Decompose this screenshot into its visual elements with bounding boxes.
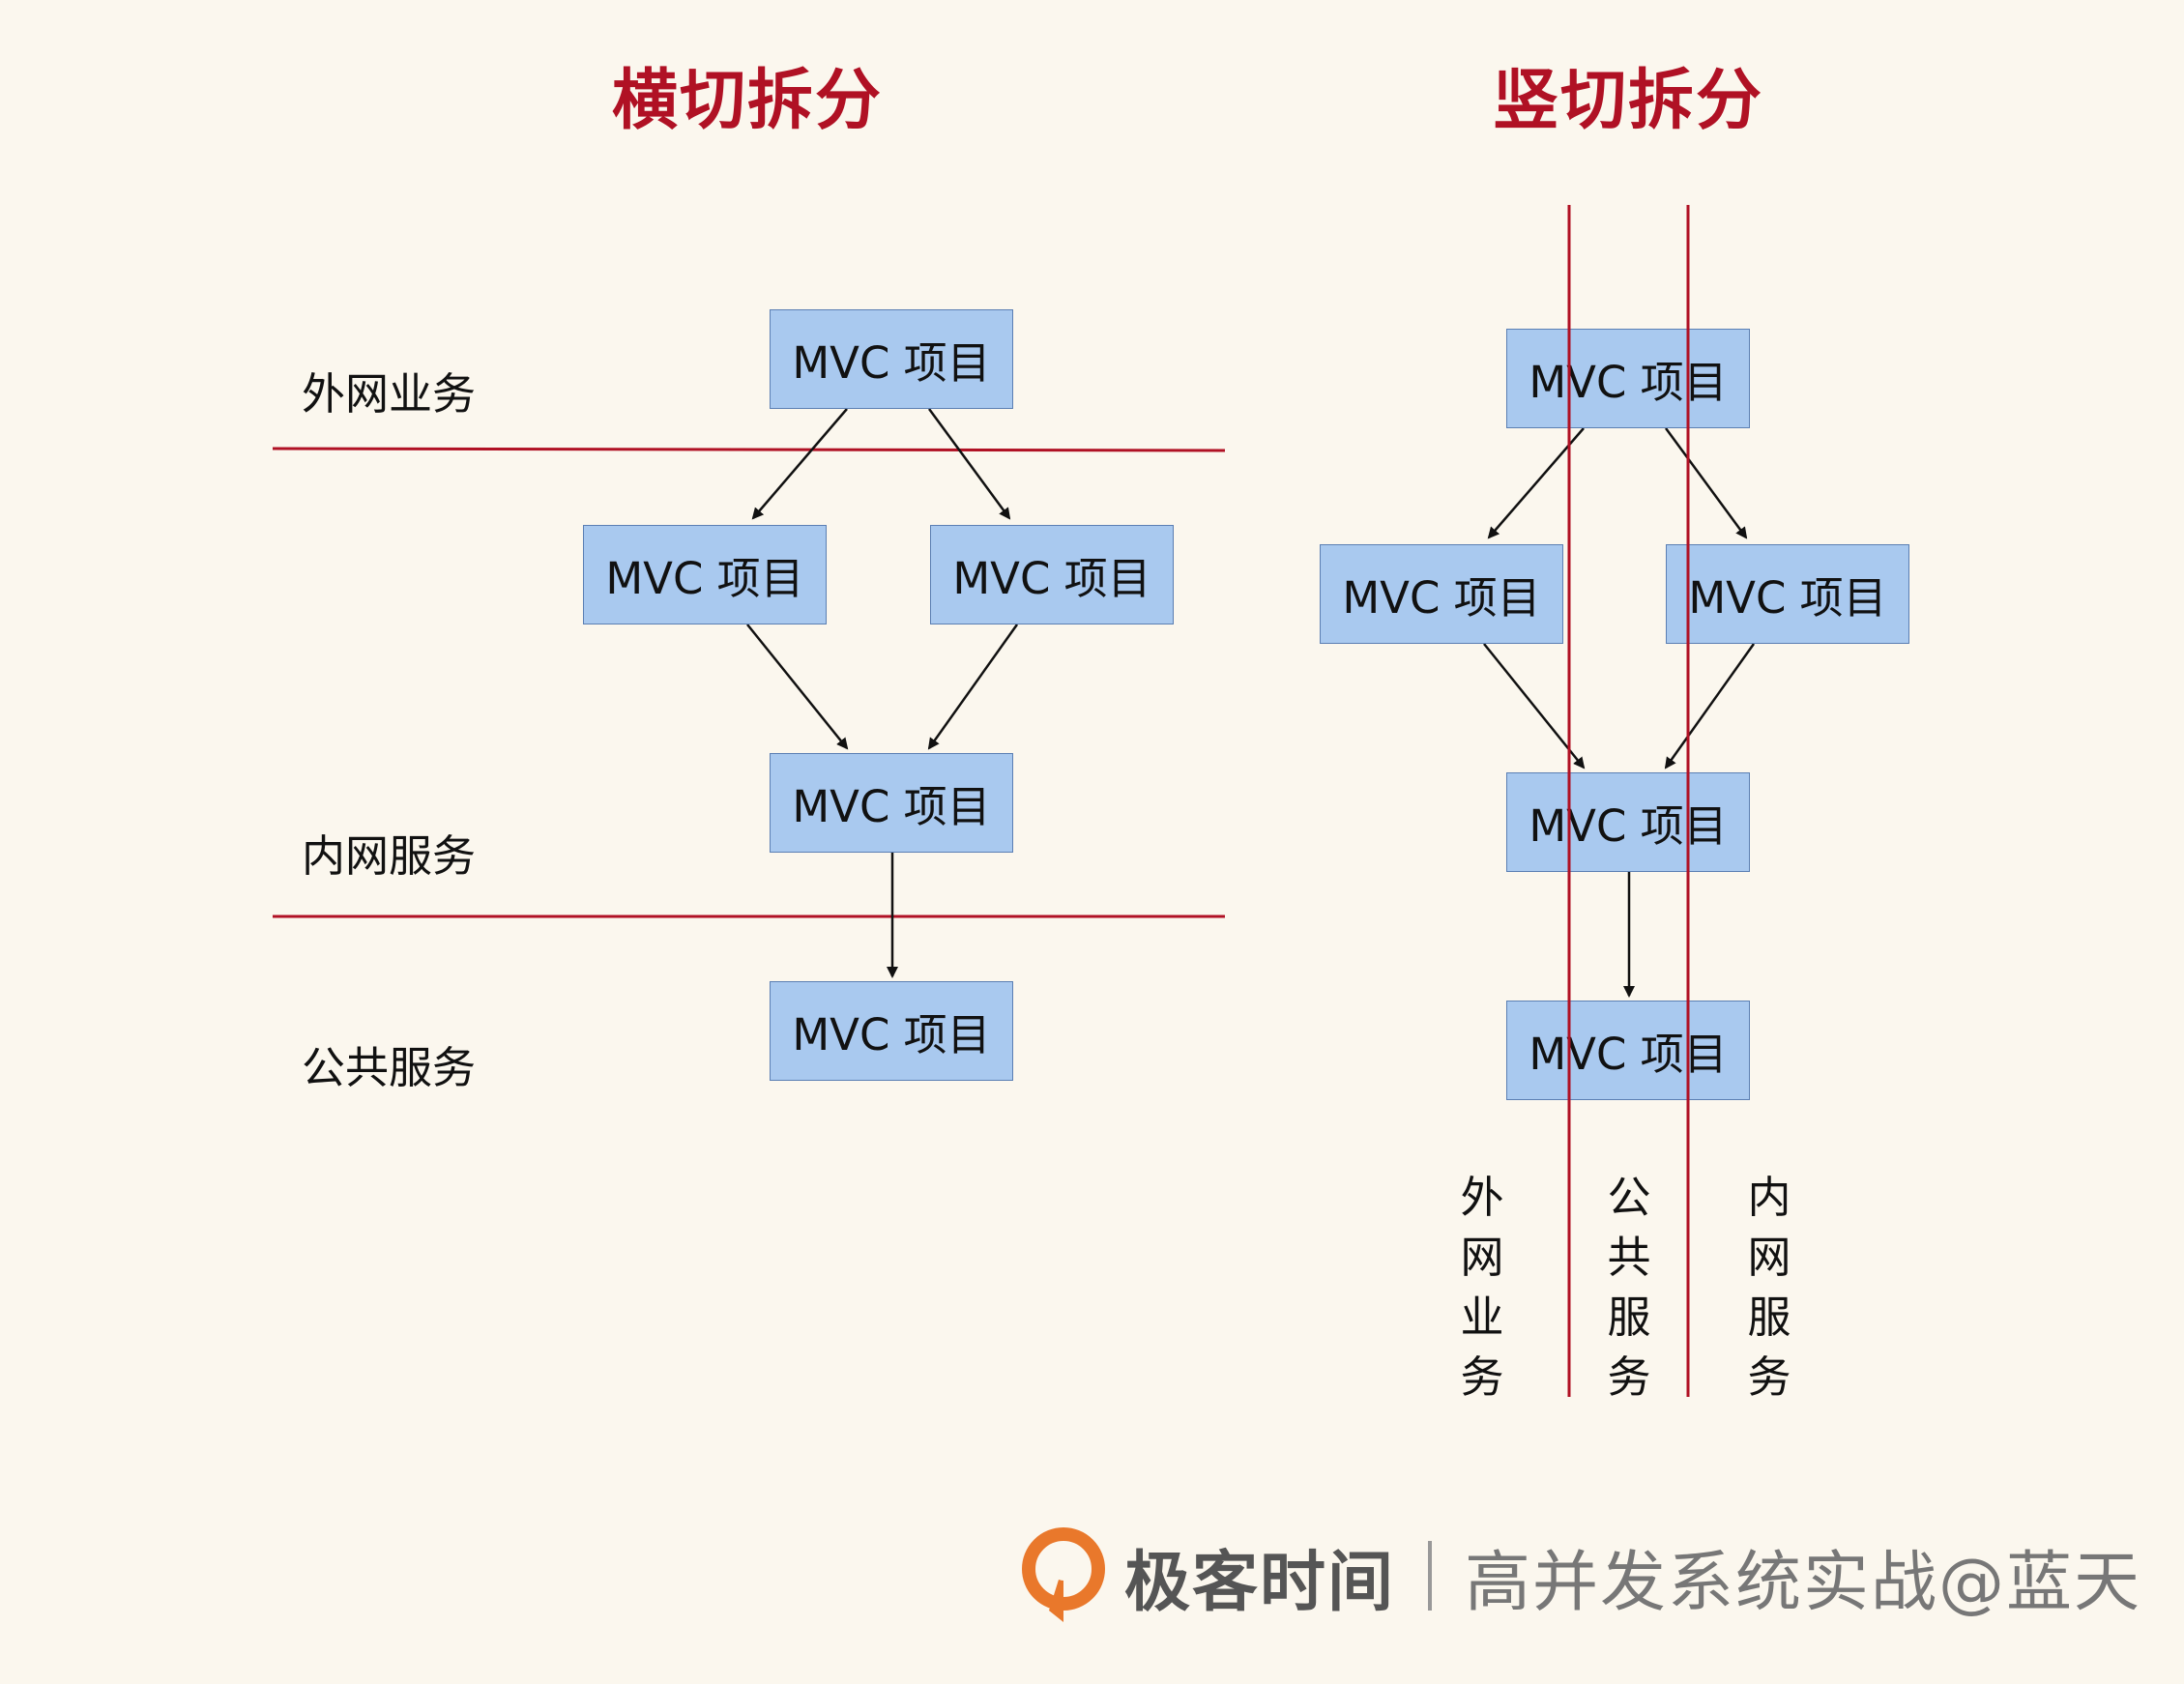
geektime-logo-icon xyxy=(1022,1526,1105,1622)
mvc-box-r-top: MVC 项目 xyxy=(1506,329,1750,428)
mvc-box-r-mid: MVC 项目 xyxy=(1506,772,1750,872)
mvc-box-label: MVC 项目 xyxy=(952,553,1151,604)
column-char: 服 xyxy=(1747,1292,1791,1343)
mvc-box-label: MVC 项目 xyxy=(1529,1029,1728,1080)
arrow-r-left-to-mid xyxy=(1483,643,1586,769)
column-char: 业 xyxy=(1460,1292,1504,1343)
footer-course: 高并发系统实战@蓝天 xyxy=(1465,1544,2142,1621)
arrow-l-top-to-left xyxy=(751,408,848,520)
column-label-external: 外 网 业 务 xyxy=(1453,1168,1511,1408)
layer-label-internal: 内网服务 xyxy=(302,830,477,882)
mvc-box-l-bottom: MVC 项目 xyxy=(770,981,1013,1081)
mvc-box-label: MVC 项目 xyxy=(792,337,991,389)
arrow-r-top-to-right xyxy=(1664,427,1748,539)
mvc-box-label: MVC 项目 xyxy=(1688,572,1887,624)
arrow-r-top-to-left xyxy=(1487,427,1585,539)
column-char: 服 xyxy=(1607,1292,1651,1343)
arrow-l-left-to-mid xyxy=(746,624,849,750)
mvc-box-r-bottom: MVC 项目 xyxy=(1506,1001,1750,1100)
title-vertical-split: 竖切拆分 xyxy=(1492,63,1763,139)
arrow-l-top-to-right xyxy=(927,408,1011,520)
mvc-box-l-left: MVC 项目 xyxy=(583,525,827,624)
mvc-box-l-right: MVC 项目 xyxy=(930,525,1174,624)
column-label-public: 公 共 服 务 xyxy=(1600,1168,1658,1408)
column-char: 网 xyxy=(1747,1232,1791,1283)
mvc-box-label: MVC 项目 xyxy=(792,1009,991,1060)
column-label-internal: 内 网 服 务 xyxy=(1740,1168,1798,1408)
mvc-box-l-top: MVC 项目 xyxy=(770,309,1013,409)
footer-separator xyxy=(1428,1541,1433,1611)
mvc-box-label: MVC 项目 xyxy=(1529,800,1728,852)
column-char: 外 xyxy=(1460,1172,1504,1223)
footer-brand: 极客时间 xyxy=(1124,1544,1396,1621)
divider-line-top xyxy=(272,447,1226,452)
column-char: 务 xyxy=(1747,1351,1791,1403)
arrow-l-right-to-mid xyxy=(927,624,1019,750)
column-char: 内 xyxy=(1747,1172,1791,1223)
column-char: 网 xyxy=(1460,1232,1504,1283)
layer-label-public: 公共服务 xyxy=(302,1042,477,1093)
column-char: 务 xyxy=(1460,1351,1504,1403)
column-char: 公 xyxy=(1607,1172,1651,1223)
layer-label-external: 外网业务 xyxy=(302,368,477,420)
arrow-r-right-to-mid xyxy=(1664,643,1756,769)
column-char: 共 xyxy=(1607,1232,1651,1283)
mvc-box-label: MVC 项目 xyxy=(605,553,804,604)
mvc-box-label: MVC 项目 xyxy=(1529,357,1728,408)
mvc-box-r-right: MVC 项目 xyxy=(1666,544,1909,644)
mvc-box-label: MVC 项目 xyxy=(1342,572,1541,624)
mvc-box-label: MVC 项目 xyxy=(792,781,991,832)
mvc-box-l-mid: MVC 项目 xyxy=(770,753,1013,853)
title-horizontal-split: 横切拆分 xyxy=(611,63,883,139)
footer-watermark: 极客时间 高并发系统实战@蓝天 xyxy=(1020,1523,2141,1629)
column-char: 务 xyxy=(1607,1351,1651,1403)
mvc-box-r-left: MVC 项目 xyxy=(1320,544,1563,644)
